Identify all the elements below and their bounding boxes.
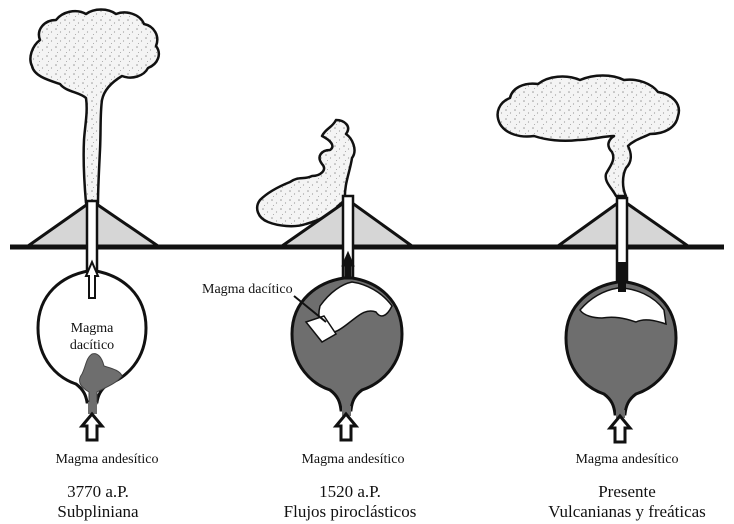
stage-1-andesitic-blob bbox=[79, 353, 123, 405]
stage-3-upflow-arrow bbox=[606, 413, 634, 444]
stage-3-feeder-label: Magma andesítico bbox=[575, 452, 679, 467]
stage-3-plume bbox=[496, 74, 681, 198]
stage-1-plume bbox=[29, 8, 160, 205]
stage-3-date: Presente bbox=[598, 482, 656, 501]
stage-3-dacitic-cap bbox=[579, 287, 667, 326]
stage-1-date: 3770 a.P. bbox=[67, 482, 129, 501]
stage-2-date: 1520 a.P. bbox=[319, 482, 381, 501]
stage-3-feeder-dike bbox=[616, 410, 625, 418]
stage-1-volcano bbox=[23, 8, 163, 442]
stage-2-upflow-arrow bbox=[332, 411, 360, 442]
stage-2-feeder-dike bbox=[342, 406, 351, 416]
stage-1-magma-inside-label-line2: dacítico bbox=[69, 338, 115, 353]
stage-3-conduit-plug bbox=[618, 262, 626, 292]
stage-1-conduit-arrow bbox=[84, 259, 100, 299]
stage-2-feeder-label: Magma andesítico bbox=[301, 452, 405, 467]
stage-1-upflow-arrow bbox=[78, 411, 106, 442]
stage-1-magma-inside-label-line1: Magma bbox=[70, 321, 114, 336]
stage-1-feeder-dike bbox=[88, 402, 97, 414]
stage-1-feeder-label: Magma andesítico bbox=[55, 452, 159, 467]
stage-2-volcano bbox=[256, 118, 417, 442]
stage-3-volcano bbox=[496, 74, 693, 444]
stage-2-magma-side-label: Magma dacítico bbox=[202, 282, 293, 297]
stage-2-dacitic-pointer bbox=[293, 295, 327, 323]
stage-2-eruption-type: Flujos piroclásticos bbox=[283, 502, 417, 521]
stage-2-conduit-arrow bbox=[341, 250, 355, 279]
stage-3-eruption-type: Vulcanianas y freáticas bbox=[548, 502, 706, 521]
stage-2-dacitic-wedge bbox=[304, 315, 338, 343]
stage-2-plume bbox=[256, 118, 356, 228]
stage-1-eruption-type: Subpliniana bbox=[57, 502, 139, 521]
